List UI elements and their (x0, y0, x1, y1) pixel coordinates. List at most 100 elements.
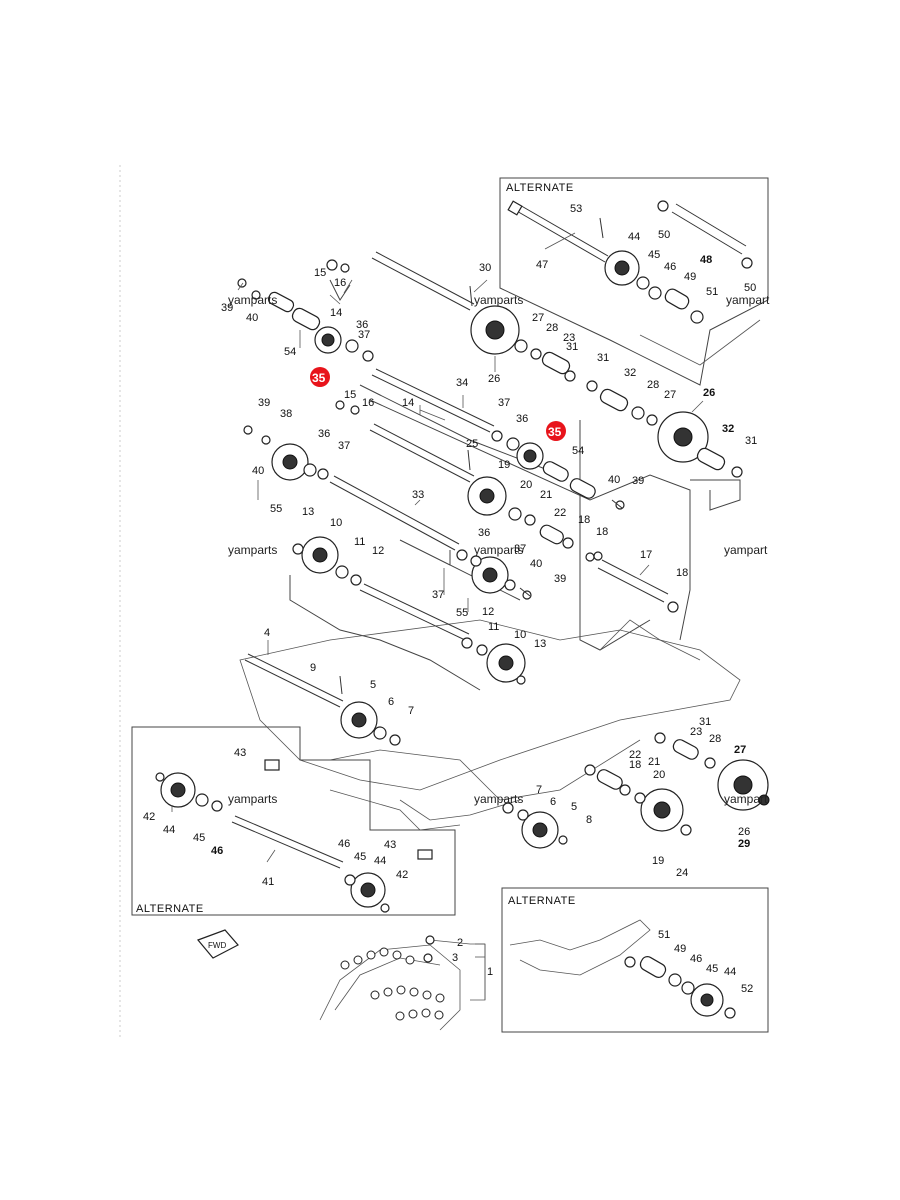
part-label[interactable]: 36 (478, 527, 490, 539)
part-label[interactable]: 48 (700, 254, 712, 266)
part-label[interactable]: 27 (734, 744, 746, 756)
part-label[interactable]: 16 (334, 277, 346, 289)
part-label[interactable]: 21 (540, 489, 552, 501)
part-label[interactable]: 25 (466, 438, 478, 450)
part-label[interactable]: 11 (354, 536, 365, 548)
part-label[interactable]: 28 (709, 733, 721, 745)
part-label[interactable]: 28 (647, 379, 659, 391)
part-label[interactable]: 5 (370, 679, 376, 691)
part-label[interactable]: 34 (456, 377, 468, 389)
part-label[interactable]: 46 (211, 845, 223, 857)
highlight-marker-35-upper[interactable]: 35 (310, 367, 330, 387)
part-label[interactable]: 39 (221, 302, 233, 314)
part-label[interactable]: 7 (536, 784, 542, 796)
part-label[interactable]: 36 (356, 319, 368, 331)
part-label[interactable]: 4 (264, 627, 270, 639)
part-label[interactable]: 1 (487, 966, 493, 978)
part-label[interactable]: 22 (629, 749, 641, 761)
part-label[interactable]: 27 (532, 312, 544, 324)
part-label[interactable]: 36 (516, 413, 528, 425)
part-label[interactable]: 33 (412, 489, 424, 501)
part-label[interactable]: 51 (658, 929, 670, 941)
part-label[interactable]: 53 (570, 203, 582, 215)
part-label[interactable]: 37 (498, 397, 510, 409)
part-label[interactable]: 37 (514, 543, 526, 555)
part-label[interactable]: 5 (571, 801, 577, 813)
part-label[interactable]: 32 (722, 423, 734, 435)
part-label[interactable]: 18 (629, 759, 641, 771)
part-label[interactable]: 52 (741, 983, 753, 995)
part-label[interactable]: 12 (372, 545, 384, 557)
part-label[interactable]: 6 (550, 796, 556, 808)
part-label[interactable]: 9 (310, 662, 316, 674)
part-label[interactable]: 10 (514, 629, 526, 641)
part-label[interactable]: 45 (648, 249, 660, 261)
part-label[interactable]: 50 (744, 282, 756, 294)
part-label[interactable]: 38 (280, 408, 292, 420)
part-label[interactable]: 23 (563, 332, 575, 344)
part-label[interactable]: 45 (193, 832, 205, 844)
part-label[interactable]: 7 (408, 705, 414, 717)
part-label[interactable]: 44 (724, 966, 736, 978)
part-label[interactable]: 26 (738, 826, 750, 838)
part-label[interactable]: 31 (745, 435, 757, 447)
part-label[interactable]: 20 (520, 479, 532, 491)
part-label[interactable]: 18 (676, 567, 688, 579)
part-label[interactable]: 12 (482, 606, 494, 618)
part-label[interactable]: 17 (640, 549, 652, 561)
part-label[interactable]: 23 (690, 726, 702, 738)
part-label[interactable]: 42 (396, 869, 408, 881)
part-label[interactable]: 46 (664, 261, 676, 273)
part-label[interactable]: 39 (632, 475, 644, 487)
part-label[interactable]: 22 (554, 507, 566, 519)
part-label[interactable]: 37 (432, 589, 444, 601)
part-label[interactable]: 2 (457, 937, 463, 949)
part-label[interactable]: 45 (706, 963, 718, 975)
part-label[interactable]: 31 (566, 341, 578, 353)
part-label[interactable]: 16 (362, 397, 374, 409)
part-label[interactable]: 26 (488, 373, 500, 385)
part-label[interactable]: 19 (652, 855, 664, 867)
part-label[interactable]: 8 (586, 814, 592, 826)
part-label[interactable]: 19 (498, 459, 510, 471)
part-label[interactable]: 45 (354, 851, 366, 863)
part-label[interactable]: 55 (270, 503, 282, 515)
part-label[interactable]: 39 (258, 397, 270, 409)
part-label[interactable]: 30 (479, 262, 491, 274)
part-label[interactable]: 40 (252, 465, 264, 477)
part-label[interactable]: 18 (596, 526, 608, 538)
part-label[interactable]: 46 (338, 838, 350, 850)
part-label[interactable]: 32 (624, 367, 636, 379)
part-label[interactable]: 14 (402, 397, 414, 409)
part-label[interactable]: 54 (572, 445, 584, 457)
part-label[interactable]: 54 (284, 346, 296, 358)
part-label[interactable]: 11 (488, 621, 499, 633)
part-label[interactable]: 15 (344, 389, 356, 401)
part-label[interactable]: 3 (452, 952, 458, 964)
part-label[interactable]: 24 (676, 867, 688, 879)
part-label[interactable]: 10 (330, 517, 342, 529)
part-label[interactable]: 40 (246, 312, 258, 324)
highlight-marker-35-lower[interactable]: 35 (546, 421, 566, 441)
part-label[interactable]: 31 (699, 716, 711, 728)
part-label[interactable]: 43 (384, 839, 396, 851)
part-label[interactable]: 13 (534, 638, 546, 650)
part-label[interactable]: 47 (536, 259, 548, 271)
part-label[interactable]: 40 (530, 558, 542, 570)
part-label[interactable]: 46 (690, 953, 702, 965)
part-label[interactable]: 37 (338, 440, 350, 452)
part-label[interactable]: 14 (330, 307, 342, 319)
part-label[interactable]: 44 (628, 231, 640, 243)
part-label[interactable]: 43 (234, 747, 246, 759)
part-label[interactable]: 49 (684, 271, 696, 283)
part-label[interactable]: 31 (597, 352, 609, 364)
part-label[interactable]: 40 (608, 474, 620, 486)
part-label[interactable]: 29 (738, 838, 750, 850)
part-label[interactable]: 37 (358, 329, 370, 341)
part-label[interactable]: 21 (648, 756, 660, 768)
part-label[interactable]: 20 (653, 769, 665, 781)
part-label[interactable]: 42 (143, 811, 155, 823)
part-label[interactable]: 44 (163, 824, 175, 836)
part-label[interactable]: 51 (706, 286, 718, 298)
part-label[interactable]: 18 (578, 514, 590, 526)
